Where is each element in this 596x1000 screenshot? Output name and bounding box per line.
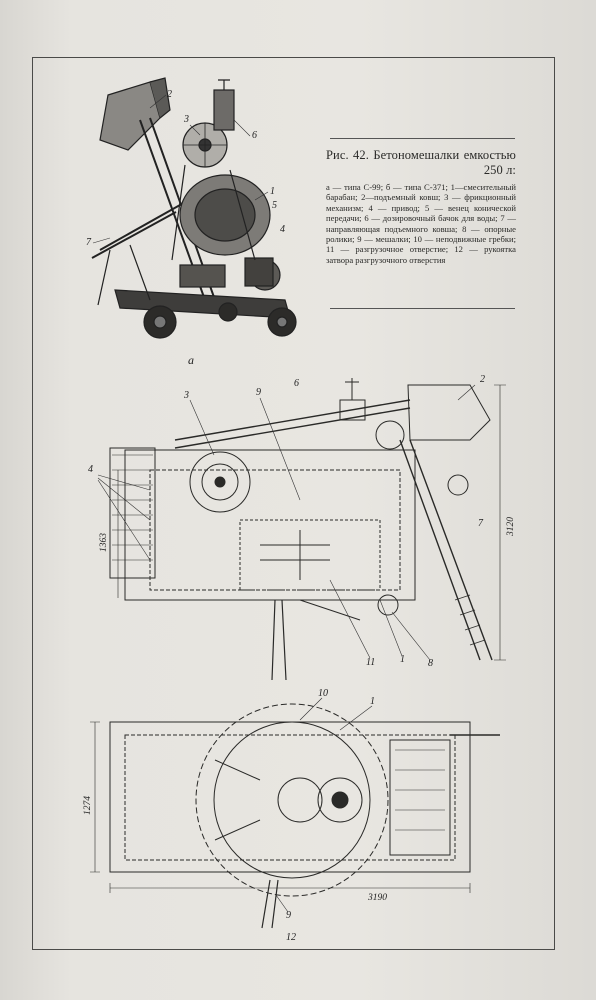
callout-8: 8 [428,658,433,669]
subfigure-label-a: а [188,353,194,367]
side-elevation-callouts: 3 9 6 2 4 7 11 1 8 1363 3120 [88,374,516,669]
perspective-leader-lines [92,94,269,244]
dimension-1363: 1363 [99,533,109,552]
callout-7: 7 [478,518,484,529]
caption-rule-top [330,138,515,139]
mixer-perspective-sketch [91,77,297,339]
callout-6: 6 [294,378,299,389]
caption-legend: а — типа С-99; б — типа С-371; 1—смесите… [326,182,516,265]
plan-view-callouts: 10 1 9 12 1274 3190 [83,688,387,943]
caption-title: Рис. 42. Бетономешалки емкостью 250 л: [326,148,516,177]
callout-12: 12 [286,932,296,943]
callout-4: 4 [88,464,93,475]
callout-9: 9 [256,387,261,398]
callout-2: 2 [480,374,485,385]
callout-3: 3 [183,390,189,401]
dimension-1274: 1274 [83,796,93,815]
callout-5: 5 [272,200,277,211]
dimension-3190: 3190 [367,893,387,903]
side-leader-lines [97,384,476,661]
callout-4: 4 [280,224,285,235]
dimension-3120: 3120 [506,517,516,537]
callout-2: 2 [167,89,172,100]
callout-1: 1 [400,654,405,665]
callout-1: 1 [270,186,275,197]
figure-caption: Рис. 42. Бетономешалки емкостью 250 л: а… [326,148,516,265]
callout-11: 11 [366,657,375,668]
callout-1: 1 [370,696,375,707]
callout-3: 3 [183,114,189,125]
mixer-plan-view [90,703,500,929]
caption-rule-bottom [330,308,515,309]
perspective-callouts: 2 3 6 1 5 4 7 а [86,89,285,367]
plan-leader-lines [275,697,373,913]
mixer-side-elevation [109,378,506,681]
figure-frame [32,57,555,950]
callout-7: 7 [86,237,92,248]
callout-9: 9 [286,910,291,921]
callout-10: 10 [318,688,328,699]
callout-6: 6 [252,130,257,141]
